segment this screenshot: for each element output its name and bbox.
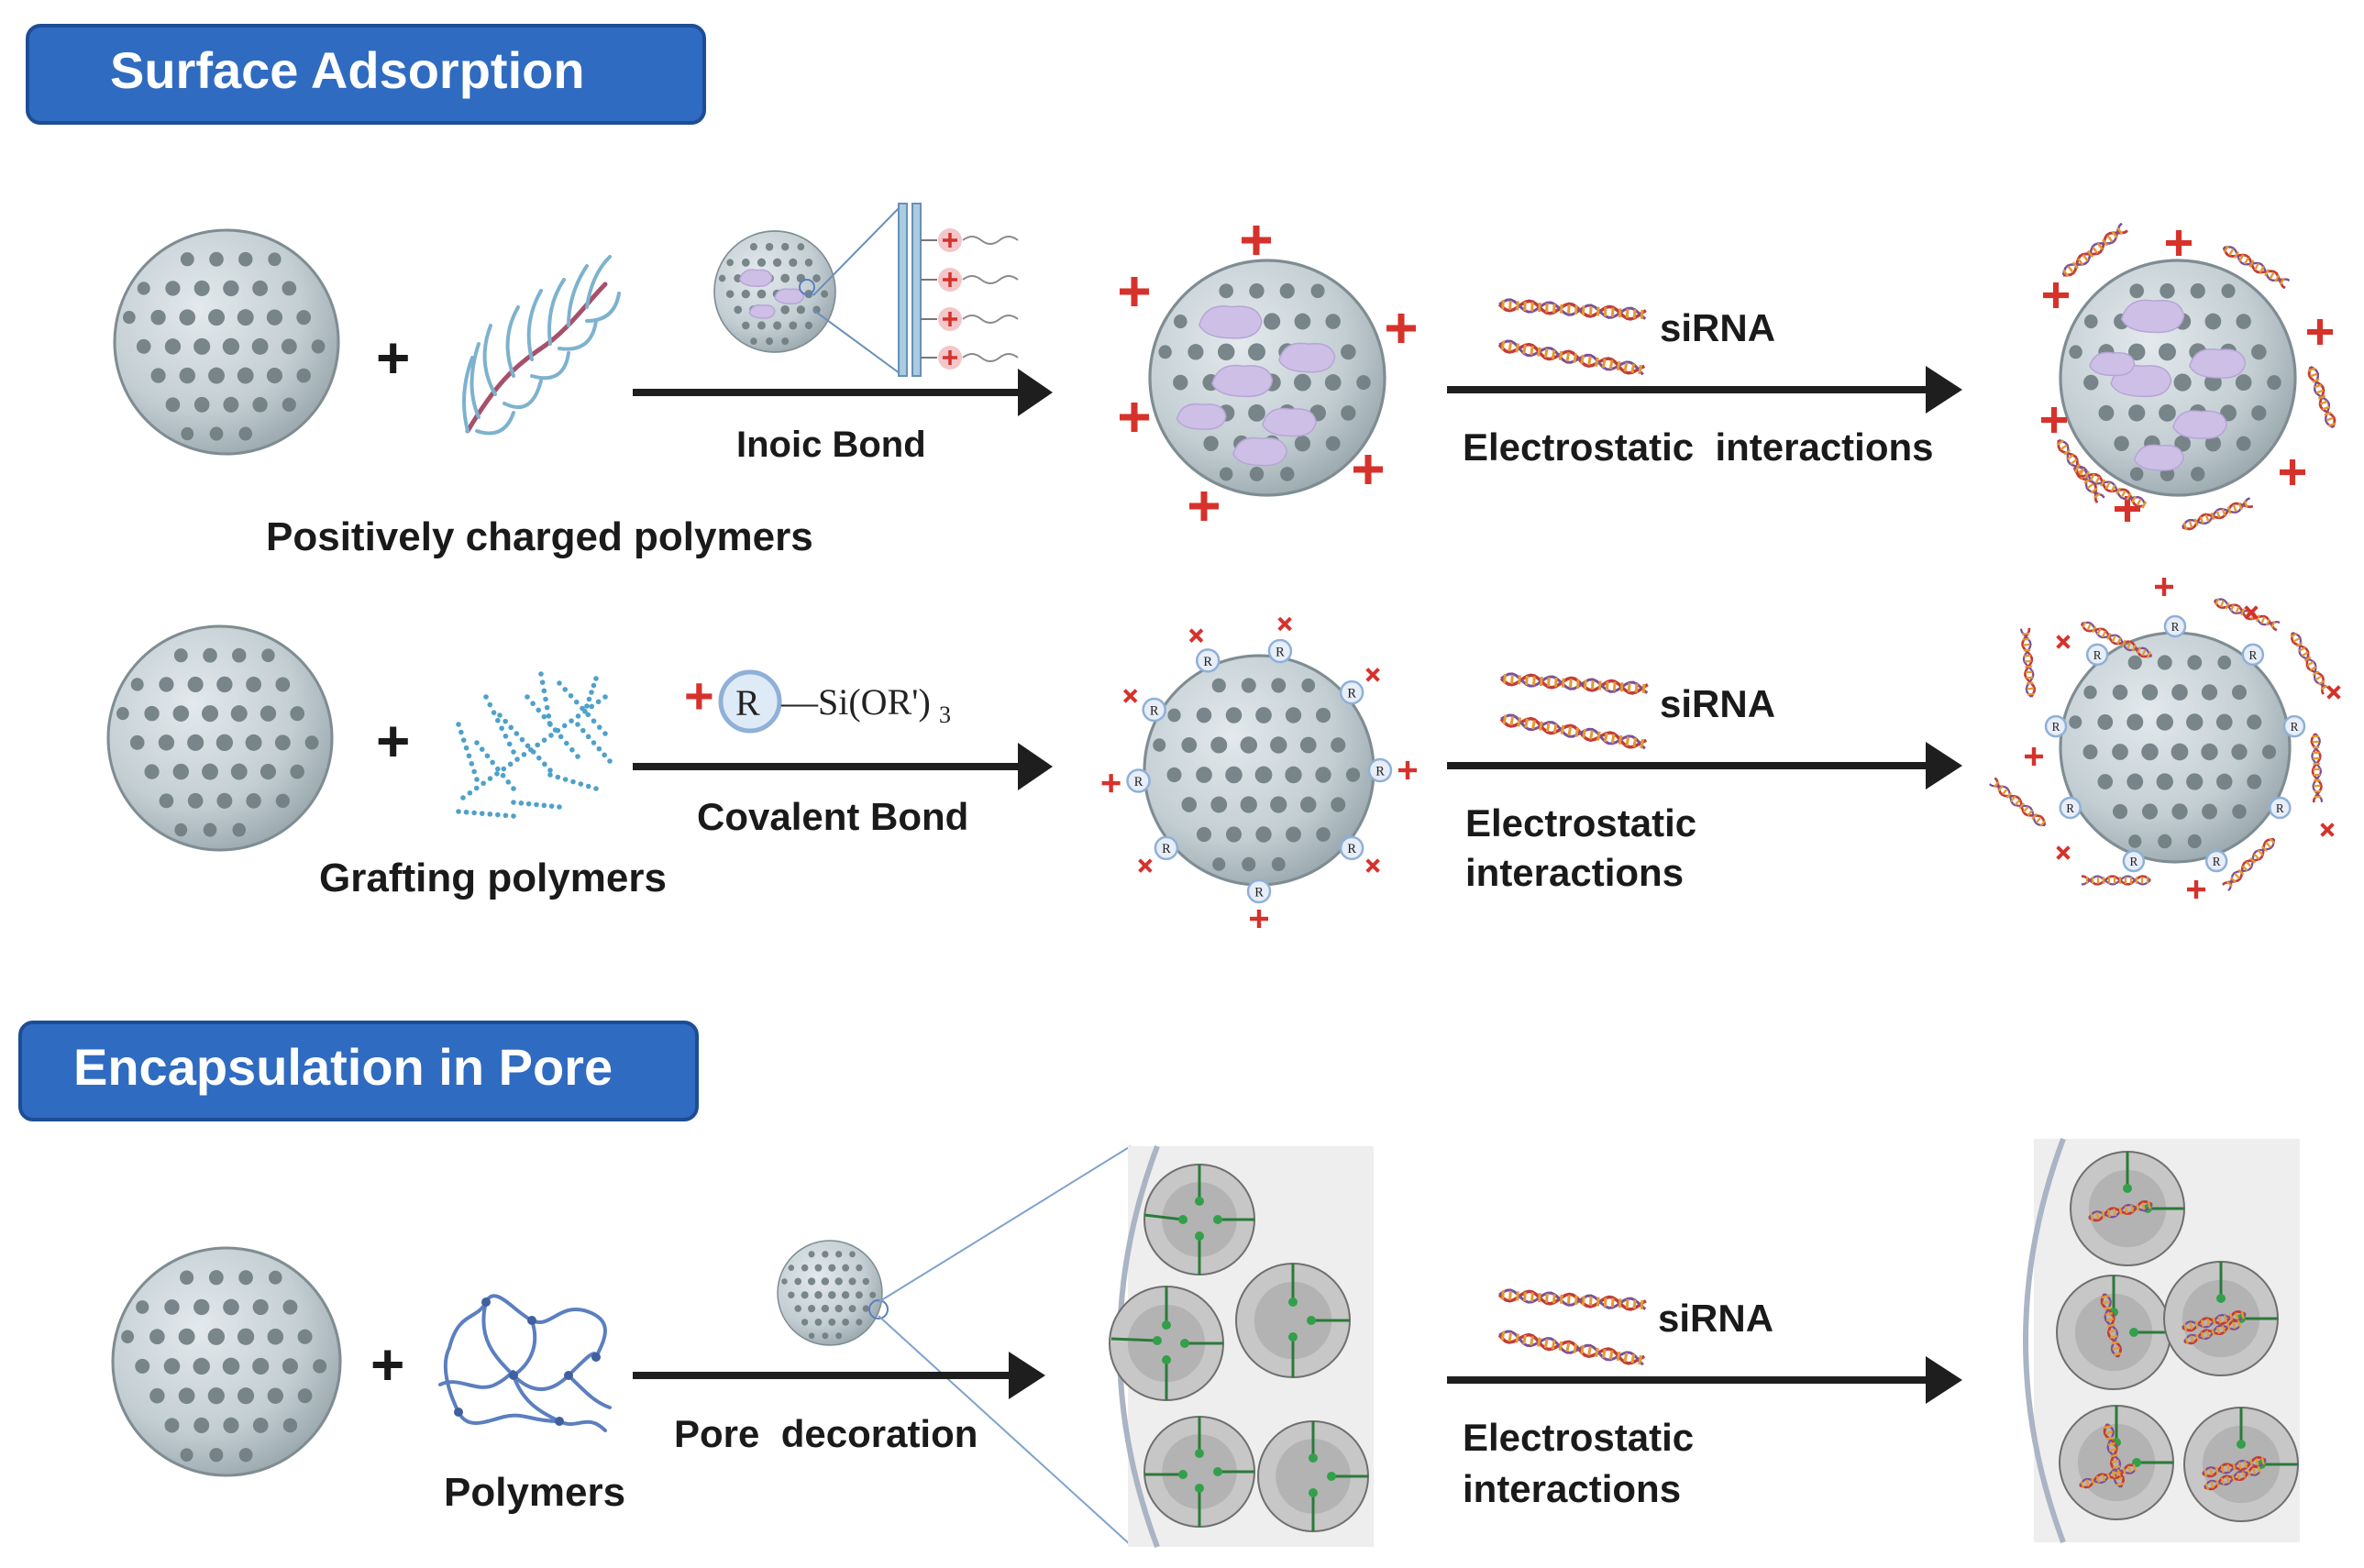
r-group-icon (718, 669, 782, 734)
svg-text:R: R (1162, 842, 1171, 856)
nanoparticle-grafted-sirna-complex: R R R R R R R R R (1989, 578, 2341, 899)
nanoparticle-silica (113, 228, 340, 456)
arrow-pore-decoration-head (1009, 1352, 1045, 1399)
electrostatic-label-line1: Electrostatic (1465, 801, 1696, 845)
svg-text:R: R (2171, 620, 2180, 634)
polymer-network-icon (438, 1294, 612, 1432)
pore-zoom-panel (1109, 1144, 1374, 1549)
ionic-bond-inset (713, 203, 1019, 377)
svg-text:R: R (2066, 801, 2074, 815)
plus-sign: + (376, 325, 410, 391)
interactions-label-line2: interactions (1463, 1467, 1681, 1510)
polymers-label: Polymers (444, 1470, 625, 1515)
nanoparticle-grafted: R R R R R R R R R (1101, 616, 1417, 928)
nanoparticle-small (777, 1240, 889, 1346)
polymer-network-nodes (454, 1297, 601, 1426)
svg-text:R: R (1347, 842, 1356, 856)
svg-text:R: R (1254, 885, 1264, 900)
covalent-bond-label: Covalent Bond (697, 795, 968, 838)
electrostatic-interactions-label: Electrostatic interactions (1463, 425, 1934, 469)
plus-sign: + (370, 1331, 404, 1397)
svg-text:R: R (1203, 655, 1212, 669)
zoom-line-bottom (878, 1315, 1132, 1546)
svg-text:R: R (2093, 648, 2102, 662)
sirna-label: siRNA (1660, 682, 1775, 725)
header-surface-adsorption: Surface Adsorption (26, 24, 706, 125)
grafting-polymers-label: Grafting polymers (319, 856, 667, 900)
svg-text:R: R (2276, 801, 2284, 815)
silane-formula: + R —Si(OR') 3 (684, 667, 951, 734)
sirna-label: siRNA (1660, 306, 1775, 349)
arrow-electrostatic-1-head (1926, 366, 1962, 414)
arrow-ionic-bond-head (1018, 369, 1053, 416)
nanoparticle-silica (111, 1246, 342, 1477)
arrow-covalent-bond-head (1018, 743, 1053, 790)
silane-r: R (735, 682, 760, 723)
positively-charged-polymer-icon (462, 255, 621, 436)
svg-text:R: R (2129, 855, 2138, 868)
header-encapsulation-title: Encapsulation in Pore (73, 1038, 613, 1096)
plus-sign: + (376, 708, 410, 774)
svg-text:R: R (1375, 764, 1385, 778)
pore-zoom-panel-loaded (2023, 1137, 2300, 1544)
svg-text:R: R (2213, 855, 2221, 868)
arrow-electrostatic-2-head (1926, 742, 1962, 790)
zoom-line-top (878, 1145, 1132, 1303)
ionic-bond-label: Inoic Bond (736, 425, 926, 465)
positively-charged-polymers-label: Positively charged polymers (266, 514, 813, 559)
svg-text:R: R (1347, 687, 1356, 701)
svg-text:R: R (1150, 703, 1159, 718)
interactions-label-line2: interactions (1465, 851, 1684, 894)
header-encapsulation: Encapsulation in Pore (18, 1021, 699, 1121)
pore-decoration-label: Pore decoration (674, 1412, 978, 1455)
svg-text:R: R (1276, 645, 1285, 659)
svg-text:R: R (2291, 720, 2299, 734)
nanoparticle-sirna-complex (2041, 222, 2336, 531)
sirna-label: siRNA (1658, 1297, 1773, 1340)
svg-text:R: R (2052, 720, 2060, 734)
svg-text:R: R (1134, 775, 1143, 790)
nanoparticle-loaded-cationic (1120, 226, 1416, 521)
grafting-polymer-icon (456, 671, 613, 819)
silane-subscript: 3 (939, 701, 951, 728)
silane-formula-text: —Si(OR') (780, 681, 931, 723)
plus-charge-icon: + (684, 667, 714, 724)
nanoparticle-silica (106, 624, 334, 852)
svg-text:R: R (2248, 648, 2257, 662)
electrostatic-label-line1: Electrostatic (1463, 1416, 1694, 1459)
sirna-icon (1498, 672, 1649, 750)
arrow-electrostatic-3-head (1926, 1356, 1962, 1404)
header-surface-title: Surface Adsorption (110, 41, 585, 99)
sirna-icon (1497, 298, 1647, 376)
sirna-icon (1497, 1288, 1647, 1366)
